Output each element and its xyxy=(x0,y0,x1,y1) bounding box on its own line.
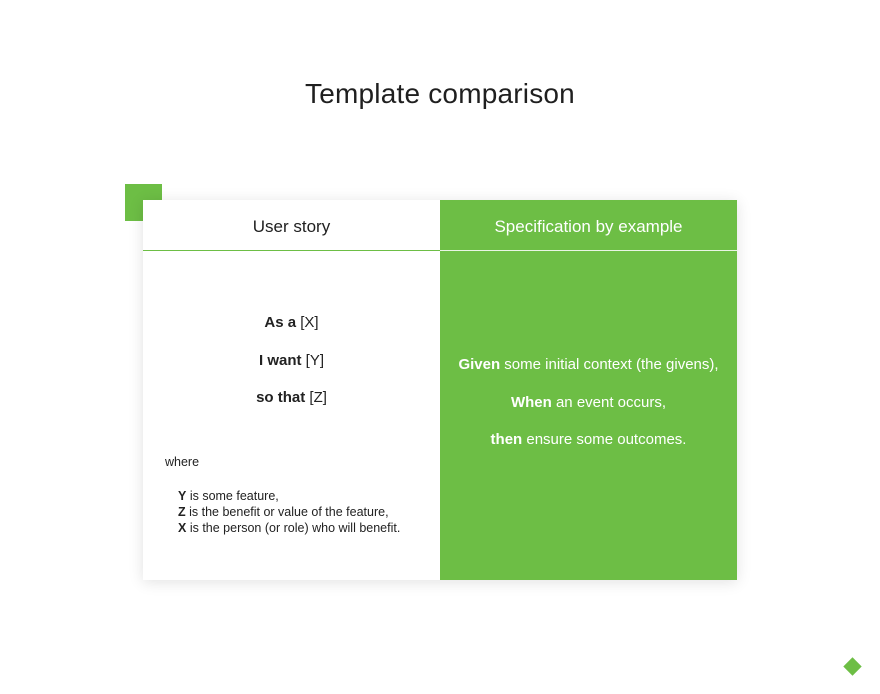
story-line-so-that: so that [Z] xyxy=(143,385,440,423)
story-placeholder: [X] xyxy=(296,314,319,331)
definitions-list: Y is some feature, Z is the benefit or v… xyxy=(178,488,400,536)
comparison-card: User story As a [X] I want [Y] so that [… xyxy=(143,200,737,580)
spec-by-example-header: Specification by example xyxy=(440,200,737,251)
spec-keyword: Given xyxy=(458,356,501,373)
page-title: Template comparison xyxy=(305,78,575,109)
definition-keyword: X xyxy=(178,521,187,535)
spec-keyword: When xyxy=(510,393,552,411)
green-diamond-icon xyxy=(843,657,862,676)
story-keyword: I want xyxy=(258,351,302,369)
definition-text: is some feature, xyxy=(186,489,279,503)
definition-z: Z is the benefit or value of the feature… xyxy=(178,504,400,520)
definition-x: X is the person (or role) who will benef… xyxy=(178,520,400,536)
spec-by-example-column: Specification by example Given some init… xyxy=(440,200,737,580)
where-label: where xyxy=(165,455,200,469)
story-keyword: so that xyxy=(256,389,306,406)
definition-y: Y is some feature, xyxy=(178,488,400,504)
spec-line-then: then ensure some outcomes. xyxy=(440,427,737,465)
definition-keyword: Z xyxy=(178,505,186,519)
spec-text: an event occurs, xyxy=(551,393,667,411)
spec-text: ensure some outcomes. xyxy=(522,431,687,448)
definition-text: is the person (or role) who will benefit… xyxy=(186,521,401,535)
spec-keyword: then xyxy=(490,431,523,448)
story-line-as-a: As a [X] xyxy=(143,310,440,348)
spec-text: some initial context (the givens), xyxy=(500,356,719,373)
story-placeholder: [Y] xyxy=(301,351,325,369)
spec-line-when: When an event occurs, xyxy=(440,390,737,428)
user-story-header: User story xyxy=(143,200,440,251)
spec-template: Given some initial context (the givens),… xyxy=(440,352,737,465)
definition-text: is the benefit or value of the feature, xyxy=(185,505,389,519)
spec-line-given: Given some initial context (the givens), xyxy=(440,352,737,390)
definition-keyword: Y xyxy=(178,489,187,503)
story-line-i-want: I want [Y] xyxy=(143,348,440,386)
story-keyword: As a xyxy=(264,314,297,331)
story-placeholder: [Z] xyxy=(305,389,327,406)
user-story-template: As a [X] I want [Y] so that [Z] xyxy=(143,310,440,423)
user-story-column: User story As a [X] I want [Y] so that [… xyxy=(143,200,440,580)
